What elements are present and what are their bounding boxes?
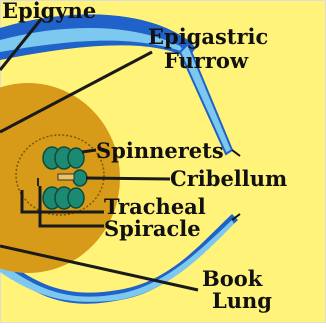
- label-epigyne: Epigyne: [2, 0, 96, 23]
- label-furrow: Furrow: [164, 48, 249, 73]
- label-cribellum: Cribellum: [170, 166, 287, 191]
- label-lung: Lung: [212, 288, 272, 313]
- label-spiracle: Spiracle: [104, 216, 201, 241]
- label-epigastric: Epigastric: [148, 24, 268, 49]
- cribellum: [58, 174, 74, 180]
- label-spinnerets: Spinnerets: [96, 138, 224, 163]
